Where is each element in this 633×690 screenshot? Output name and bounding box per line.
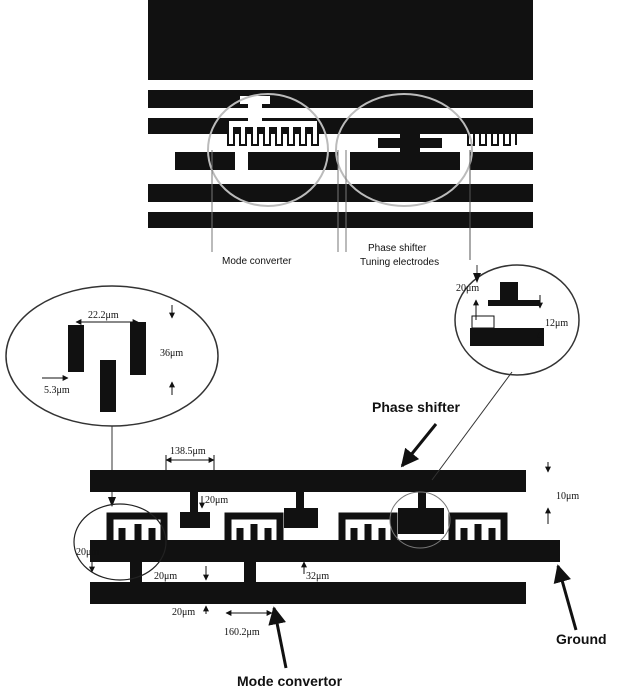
inset-right-dim-height: 12μm: [545, 318, 568, 329]
photo-label-tuning-electrodes: Tuning electrodes: [360, 257, 439, 268]
micrograph-photo: [148, 0, 533, 260]
inset-left-dim-width: 5.3μm: [44, 385, 70, 396]
inset-right-dim-width: 20μm: [456, 283, 479, 294]
schematic-dim-stub: 20μm: [205, 495, 228, 506]
inset-left-bar-1: [68, 325, 84, 372]
schematic-dim-center-gap: 32μm: [306, 571, 329, 582]
schematic-dim-bar: 10μm: [556, 491, 579, 502]
schematic-dim-period: 138.5μm: [170, 446, 206, 457]
schematic-label-mode-convertor: Mode convertor: [237, 673, 343, 689]
schematic-dim-length: 160.2μm: [224, 627, 260, 638]
schematic-dim-left-gap: 20μm: [76, 547, 99, 558]
inset-left-dim-pitch: 22.2μm: [88, 310, 119, 321]
inset-left-bar-2: [100, 360, 116, 412]
schematic-label-phase-shifter: Phase shifter: [372, 399, 460, 415]
photo-label-phase-shifter: Phase shifter: [368, 243, 427, 254]
schematic-layout: [73, 371, 578, 669]
schematic-dim-finger-gap: 20μm: [154, 571, 177, 582]
inset-left-ellipse: [5, 285, 219, 427]
inset-left-bar-3: [130, 322, 146, 375]
inset-left-dim-length: 36μm: [160, 348, 183, 359]
photo-label-mode-converter: Mode converter: [222, 256, 292, 267]
inset-right-ellipse: [454, 264, 580, 376]
bottom-electrode-bar: [90, 582, 526, 604]
middle-electrode-bar: [90, 540, 560, 562]
schematic-dim-bottom-gap: 20μm: [172, 607, 195, 618]
top-electrode-bar: [90, 470, 526, 492]
schematic-label-ground: Ground: [556, 631, 607, 647]
